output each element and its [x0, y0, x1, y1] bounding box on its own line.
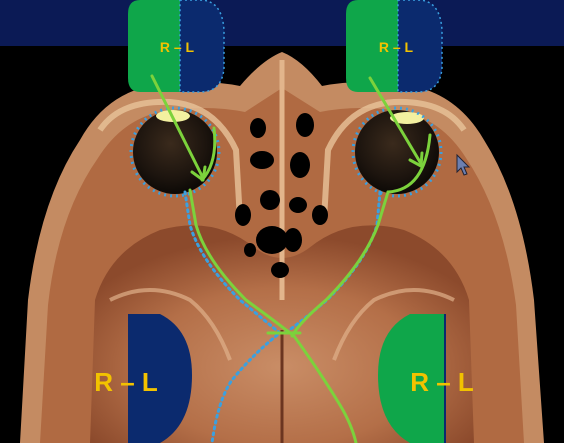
retina-arc-right: [386, 133, 432, 194]
ethmoid-air-cells: [235, 113, 328, 278]
cortex-field-left: R – L: [94, 314, 192, 443]
visual-field-left-eye: R – L: [128, 0, 225, 93]
temporal-fold-right: [332, 288, 455, 361]
visual-field-right-eye: R – L: [346, 0, 443, 93]
mouse-pointer-icon: [456, 153, 471, 176]
retina-arc-left: [200, 126, 217, 182]
lens-right: [390, 112, 424, 124]
nerve-right: [290, 190, 390, 338]
cortex-left-label: R – L: [94, 367, 158, 397]
orbit-wall-right: [321, 98, 467, 221]
temporal-fold-left: [109, 288, 232, 361]
ray-right-eye: [368, 76, 422, 164]
cortex-field-right: R – L: [378, 314, 474, 443]
nerve-left: [188, 188, 358, 443]
header-band: [0, 0, 564, 46]
arrowhead-right-eye: [408, 151, 424, 168]
orbit-wall-left: [97, 98, 243, 221]
visual-field-left-label: R – L: [160, 39, 195, 55]
optic-pathway-green: [150, 74, 432, 443]
eye-left: [129, 106, 221, 198]
eye-right-outline: [351, 106, 443, 198]
ray-left-eye: [150, 74, 204, 178]
eye-left-outline: [129, 106, 221, 198]
visual-field-right-label: R – L: [379, 39, 414, 55]
cortex-right-label: R – L: [410, 367, 474, 397]
